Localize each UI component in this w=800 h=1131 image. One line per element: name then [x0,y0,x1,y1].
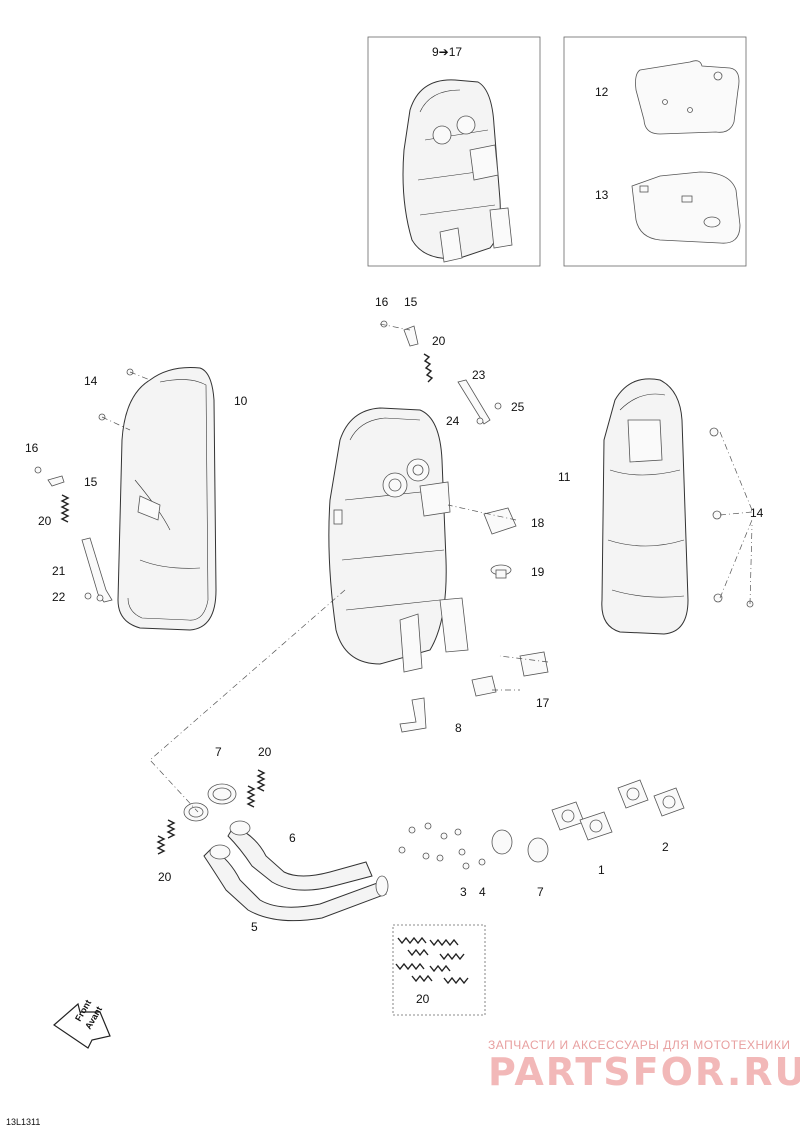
callout-5: 5 [251,920,258,934]
callout-17: 17 [536,696,550,710]
callout-20-top: 20 [432,334,446,348]
gasket-12-drawing [635,60,740,135]
inset-box-gaskets [563,36,747,267]
heat-shield-10-drawing [117,367,217,631]
callout-2: 2 [662,840,669,854]
callout-21: 21 [52,564,66,578]
callout-16-top: 16 [375,295,389,309]
callout-25: 25 [511,400,525,414]
flanges-drawing [398,779,685,870]
callout-22: 22 [52,590,66,604]
callout-12: 12 [595,85,609,99]
springs-drawing [156,769,266,855]
callout-11: 11 [558,470,571,484]
heat-shield-11-drawing [601,378,754,635]
callout-10: 10 [234,394,248,408]
watermark-tagline: ЗАПЧАСТИ И АКСЕССУАРЫ ДЛЯ МОТОТЕХНИКИ [488,1038,790,1052]
muffler-drawing [328,407,469,673]
callout-15-left: 15 [84,475,98,489]
callout-3: 3 [460,885,467,899]
callout-23: 23 [472,368,486,382]
callout-8: 8 [455,721,462,735]
callout-24: 24 [446,414,460,428]
inset-box-muffler [367,36,541,267]
callout-18: 18 [531,516,545,530]
gaskets-7-drawing [183,783,549,863]
callout-15-top: 15 [404,295,418,309]
front-arrow-icon [53,1002,111,1049]
callout-7-right: 7 [537,885,544,899]
inset-muffler-drawing [402,79,513,263]
figure-code: 13L1311 [6,1117,40,1127]
header-pipes-drawing [203,820,389,922]
bolts-drawing [398,822,486,870]
callout-7-left: 7 [215,745,222,759]
callout-20-lower: 20 [158,870,172,884]
callout-14-right: 14 [750,506,764,520]
watermark-brand: PARTSFOR.RU [488,1050,800,1094]
mounts-drawing [399,507,549,733]
callout-14-left: 14 [84,374,98,388]
leader-lines [101,323,753,813]
callout-1: 1 [598,863,605,877]
callout-13: 13 [595,188,609,202]
callout-16-left: 16 [25,441,39,455]
callout-19: 19 [531,565,545,579]
callout-6: 6 [289,831,296,845]
callout-20-kit: 20 [416,992,430,1006]
callout-4: 4 [479,885,486,899]
spring-kit-drawing [395,936,469,985]
callout-20-mid: 20 [258,745,272,759]
top-hardware-drawing [380,320,502,425]
spring-kit-box [392,924,486,1016]
left-hardware-drawing [34,368,134,603]
inset-range-label: 9➔17 [432,45,462,59]
callout-20-left: 20 [38,514,52,528]
gasket-13-drawing [631,171,741,244]
